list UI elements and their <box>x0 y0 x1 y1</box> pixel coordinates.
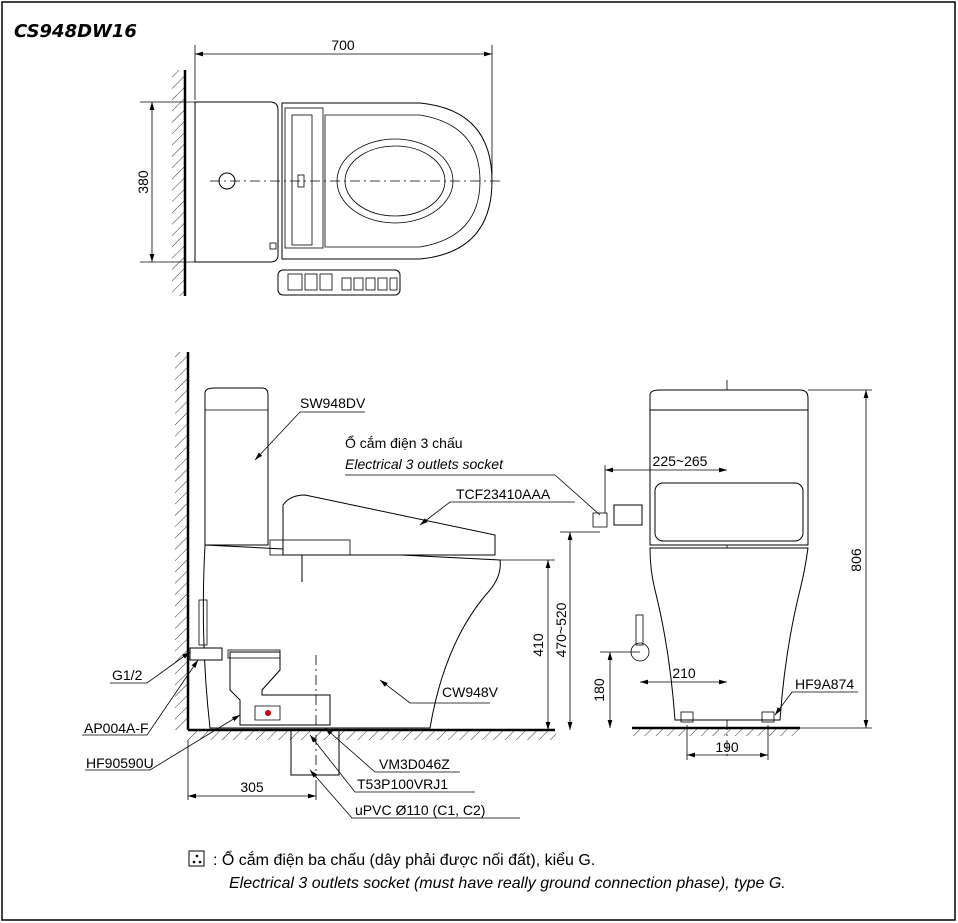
top-view: 700 380 <box>135 37 500 296</box>
label-thread: G1/2 <box>112 667 143 683</box>
label-pipe: uPVC Ø110 (C1, C2) <box>355 802 485 818</box>
label-bolt: HF9A874 <box>795 676 854 692</box>
label-socket-vi: Ổ cắm điện 3 chấu <box>345 434 463 451</box>
dim-total-height: 806 <box>848 548 864 572</box>
note: : Ổ cắm điện ba chấu (dây phải được nối … <box>188 850 786 892</box>
socket-symbol <box>592 512 608 528</box>
wall-hatch <box>172 70 185 296</box>
side-view: 305 410 470~520 SW948DV Ổ cắm điện 3 chấ… <box>82 352 601 819</box>
label-flange: VM3D046Z <box>379 756 450 772</box>
label-hose: HF90590U <box>86 755 154 771</box>
label-seat: TCF23410AAA <box>456 486 551 502</box>
dim-depth-label: 380 <box>135 170 151 194</box>
seat-front <box>654 482 804 542</box>
remote-control[interactable] <box>277 269 401 296</box>
dim-width-label: 700 <box>331 37 355 53</box>
note-en: Electrical 3 outlets socket (must have r… <box>229 875 786 892</box>
bowl-front <box>649 547 809 721</box>
socket-icon <box>188 850 205 867</box>
bowl-side <box>202 544 501 729</box>
model-title: CS948DW16 <box>14 21 137 42</box>
seat-side <box>282 494 496 556</box>
dim-supply-height: 470~520 <box>553 602 569 657</box>
label-tank: SW948DV <box>300 395 366 411</box>
label-outlet: T53P100VRJ1 <box>357 776 448 792</box>
label-stop-valve: AP004A-F <box>84 720 149 736</box>
tank-side <box>204 387 269 546</box>
label-bowl: CW948V <box>442 684 499 700</box>
seat-module <box>284 107 324 249</box>
dim-socket-offset: 225~265 <box>653 453 708 469</box>
tank-front <box>649 389 809 411</box>
dim-bolt-spacing: 190 <box>715 739 739 755</box>
note-vi: : Ổ cắm điện ba chấu (dây phải được nối … <box>213 850 595 869</box>
label-socket-en: Electrical 3 outlets socket <box>345 456 504 472</box>
dim-supply-side: 210 <box>672 665 696 681</box>
dim-seat-height: 410 <box>530 633 546 657</box>
tank-top <box>194 101 279 263</box>
dim-rough-in: 305 <box>240 779 264 795</box>
front-view: 225~265 210 180 190 806 HF9A874 <box>591 380 872 760</box>
dim-supply-elevation: 180 <box>591 678 607 702</box>
